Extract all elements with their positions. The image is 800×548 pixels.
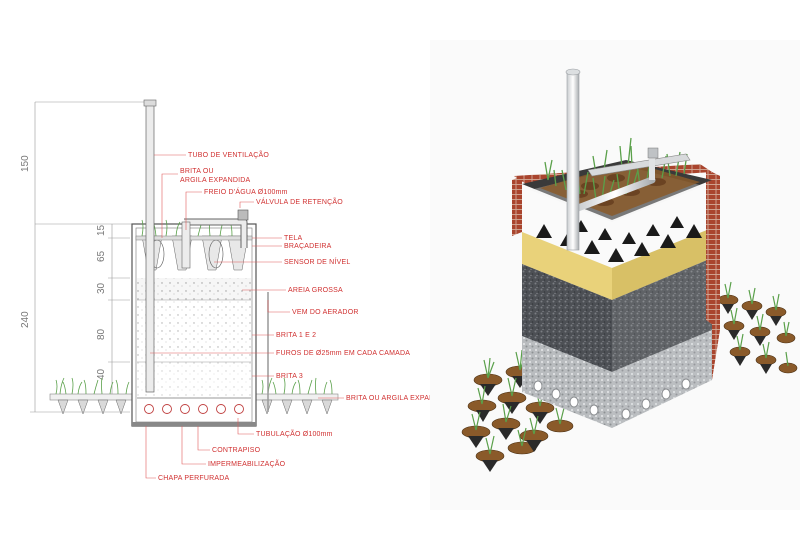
- label-gravel-3: BRITA 3: [276, 373, 303, 380]
- dim-layer5: 40: [96, 368, 107, 380]
- label-pipe: TUBULAÇÃO Ø100mm: [256, 429, 333, 438]
- dimension-lines: [30, 101, 150, 413]
- label-clamp: BRAÇADEIRA: [284, 243, 332, 250]
- dim-layer2: 65: [96, 250, 107, 262]
- label-mesh: TELA: [284, 235, 302, 242]
- label-gravel-clay-top-1: BRITA OU: [180, 168, 214, 175]
- loose-planters-right: [717, 281, 798, 374]
- label-gravel-clay-top-2: ARGILA EXPANDIDA: [180, 177, 251, 184]
- label-gravel-1-2: BRITA 1 E 2: [276, 332, 316, 339]
- render-3d: [430, 40, 800, 510]
- label-level-sensor: SENSOR DE NÍVEL: [284, 257, 350, 266]
- label-waterproofing: IMPERMEABILIZAÇÃO: [208, 459, 286, 468]
- label-from-aerator: VEM DO AERADOR: [292, 309, 359, 316]
- label-water-brake: FREIO D'ÁGUA Ø100mm: [204, 187, 288, 196]
- label-holes: FUROS DE Ø25mm EM CADA CAMADA: [276, 350, 410, 357]
- label-subfloor: CONTRAPISO: [212, 447, 261, 454]
- dim-top: 150: [20, 155, 31, 172]
- leader-lines: [145, 154, 344, 479]
- dim-layer1: 15: [96, 224, 107, 236]
- tank-3d: [512, 68, 720, 428]
- label-vent-tube: TUBO DE VENTILAÇÃO: [188, 150, 269, 159]
- dim-layer3: 30: [96, 282, 107, 294]
- label-perforated-plate: CHAPA PERFURADA: [158, 475, 229, 482]
- tank-section: [131, 99, 269, 427]
- dim-layer4: 80: [96, 328, 107, 340]
- label-coarse-sand: AREIA GROSSA: [288, 287, 343, 294]
- label-gravel-clay-side: BRITA OU ARGILA EXPANDIDA: [346, 395, 452, 402]
- label-check-valve: VÁLVULA DE RETENÇÃO: [256, 197, 343, 206]
- section-drawing: 150 240 15 65 30 80 40: [20, 99, 452, 482]
- dim-total: 240: [20, 311, 31, 328]
